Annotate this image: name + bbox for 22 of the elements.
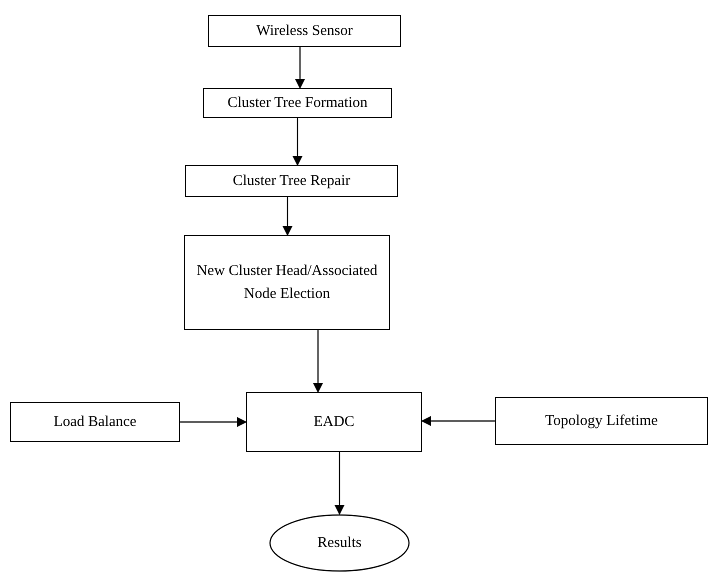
arrow xyxy=(180,417,247,427)
node-label: EADC xyxy=(312,412,356,432)
node-label: Load Balance xyxy=(52,412,138,432)
arrow xyxy=(334,452,344,515)
arrow xyxy=(295,47,305,89)
process-box xyxy=(184,235,390,330)
process-box xyxy=(495,397,708,445)
node-label: New Cluster Head/Associated Node Election xyxy=(196,262,378,304)
process-box xyxy=(203,88,392,118)
node-label: Topology Lifetime xyxy=(544,412,659,430)
node-label: Wireless Sensor xyxy=(255,22,354,40)
node-label: Cluster Tree Formation xyxy=(226,94,368,112)
process-box xyxy=(246,392,422,452)
arrow xyxy=(292,118,302,166)
arrow xyxy=(421,416,495,426)
node-label: Results xyxy=(316,534,363,552)
process-box xyxy=(10,402,180,442)
node-label: Cluster Tree Repair xyxy=(232,172,352,190)
process-box xyxy=(185,165,398,197)
arrow xyxy=(313,330,323,393)
arrow xyxy=(282,197,292,236)
process-box xyxy=(208,15,401,47)
